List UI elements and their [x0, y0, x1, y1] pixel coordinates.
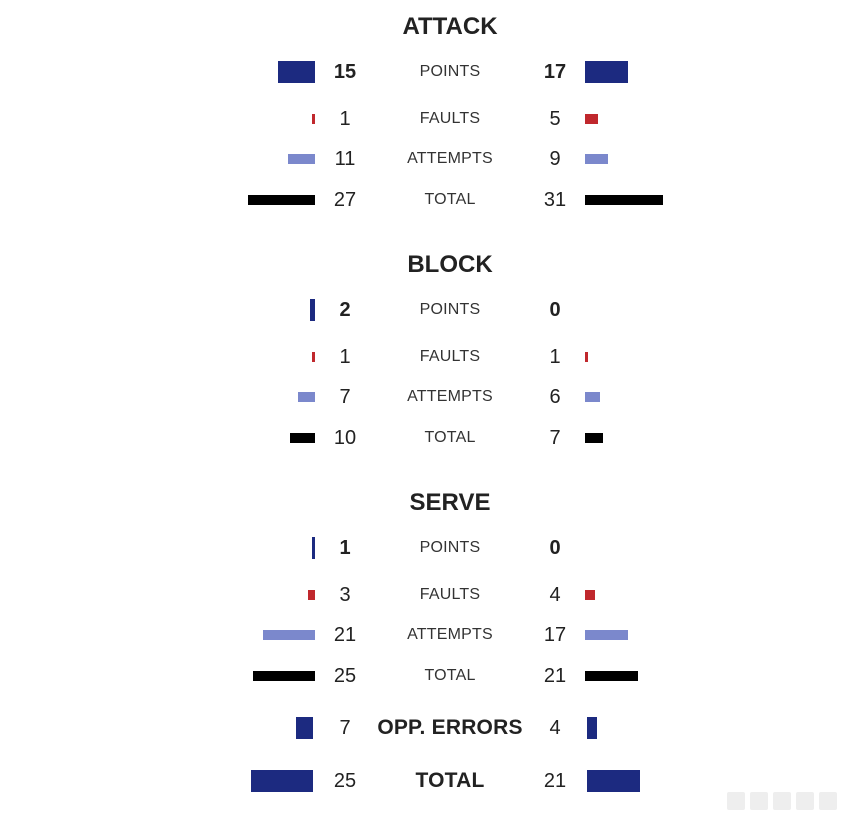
stat-label: FAULTS: [419, 110, 481, 127]
stat-row: 25 TOTAL 21: [0, 661, 847, 691]
stat-row: 1 FAULTS 5: [0, 104, 847, 134]
stat-label: POINTS: [419, 539, 481, 556]
stat-row: 25 TOTAL 21: [0, 766, 847, 796]
section-title: SERVE: [409, 489, 491, 516]
stat-label: ATTEMPTS: [407, 626, 493, 643]
home-bar: [307, 590, 315, 600]
section-title: BLOCK: [407, 251, 493, 278]
away-bar: [585, 195, 663, 205]
stat-label: OPP. ERRORS: [377, 716, 523, 739]
away-value: 21: [543, 665, 567, 687]
away-value: 4: [549, 717, 561, 739]
home-value: 2: [339, 299, 351, 321]
home-bar: [312, 114, 315, 124]
stat-row: 7 OPP. ERRORS 4: [0, 713, 847, 743]
home-value: 3: [339, 584, 351, 606]
away-bar: [585, 433, 603, 443]
home-value: 15: [333, 61, 357, 83]
away-bar: [587, 717, 597, 739]
home-bar: [250, 770, 313, 792]
home-bar: [312, 537, 315, 559]
home-bar: [310, 299, 315, 321]
stat-row: 7 ATTEMPTS 6: [0, 382, 847, 412]
home-value: 25: [333, 665, 357, 687]
home-value: 1: [339, 537, 351, 559]
away-value: 5: [549, 108, 561, 130]
home-bar: [247, 195, 315, 205]
stat-row: 10 TOTAL 7: [0, 423, 847, 453]
away-bar: [585, 114, 598, 124]
away-value: 0: [549, 537, 561, 559]
home-bar: [290, 433, 315, 443]
away-value: 9: [549, 148, 561, 170]
away-value: 1: [549, 346, 561, 368]
away-value: 17: [543, 624, 567, 646]
home-bar: [277, 61, 315, 83]
away-bar: [585, 671, 638, 681]
home-value: 11: [334, 148, 356, 170]
stat-label: TOTAL: [415, 769, 485, 792]
away-value: 17: [543, 61, 567, 83]
away-value: 6: [549, 386, 561, 408]
stat-row: 3 FAULTS 4: [0, 580, 847, 610]
home-bar: [297, 392, 315, 402]
stat-row: 2 POINTS 0: [0, 295, 847, 325]
home-value: 1: [339, 108, 351, 130]
stat-label: POINTS: [419, 301, 481, 318]
home-value: 7: [339, 386, 351, 408]
watermark: [727, 792, 842, 815]
stat-label: TOTAL: [424, 667, 476, 684]
stat-row: 27 TOTAL 31: [0, 185, 847, 215]
away-bar: [585, 154, 608, 164]
stat-label: POINTS: [419, 63, 481, 80]
home-value: 27: [333, 189, 357, 211]
away-value: 21: [543, 770, 567, 792]
stat-row: 11 ATTEMPTS 9: [0, 144, 847, 174]
home-bar: [287, 154, 315, 164]
stat-label: FAULTS: [419, 348, 481, 365]
stat-row: 1 FAULTS 1: [0, 342, 847, 372]
stat-label: TOTAL: [424, 191, 476, 208]
home-bar: [295, 717, 313, 739]
away-bar: [585, 392, 600, 402]
stat-row: 21 ATTEMPTS 17: [0, 620, 847, 650]
section-title: ATTACK: [402, 13, 498, 40]
home-bar: [252, 671, 315, 681]
home-value: 10: [333, 427, 357, 449]
stat-row: 15 POINTS 17: [0, 57, 847, 87]
stat-label: FAULTS: [419, 586, 481, 603]
away-value: 0: [549, 299, 561, 321]
away-bar: [585, 352, 588, 362]
away-bar: [587, 770, 640, 792]
away-bar: [585, 61, 628, 83]
away-value: 31: [543, 189, 567, 211]
home-value: 21: [333, 624, 357, 646]
away-bar: [585, 590, 595, 600]
stat-label: ATTEMPTS: [407, 150, 493, 167]
home-value: 1: [339, 346, 351, 368]
home-value: 7: [339, 717, 351, 739]
home-bar: [262, 630, 315, 640]
stat-label: ATTEMPTS: [407, 388, 493, 405]
stat-row: 1 POINTS 0: [0, 533, 847, 563]
away-value: 4: [549, 584, 561, 606]
stat-label: TOTAL: [424, 429, 476, 446]
home-value: 25: [333, 770, 357, 792]
away-bar: [585, 630, 628, 640]
away-value: 7: [549, 427, 561, 449]
home-bar: [312, 352, 315, 362]
